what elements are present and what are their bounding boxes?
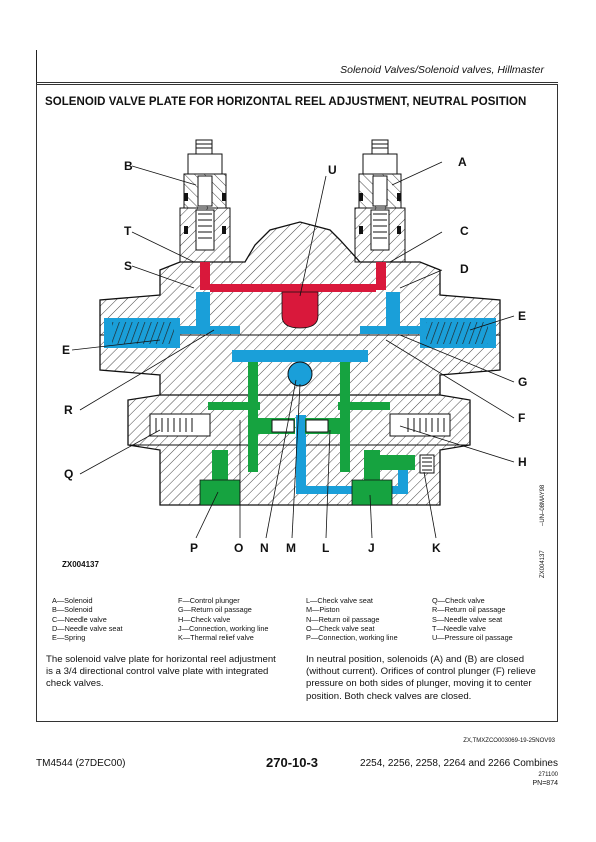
legend-item: N—Return oil passage	[306, 614, 380, 624]
date-code: 271100	[538, 772, 558, 778]
label-n: N	[260, 541, 269, 555]
label-g: G	[518, 375, 527, 389]
label-q: Q	[64, 467, 73, 481]
paragraph-line: is a 3/4 directional control valve plate…	[46, 666, 269, 678]
label-o: O	[234, 541, 243, 555]
legend-item: T—Needle valve	[432, 623, 486, 633]
paragraph-line: check valves.	[46, 678, 104, 690]
label-f: F	[518, 411, 525, 425]
paragraph-left: The solenoid valve plate for horizontal …	[46, 654, 276, 691]
label-j: J	[368, 541, 375, 555]
label-e-left: E	[62, 343, 70, 357]
legend-col-3: L—Check valve seat M—Piston N—Return oil…	[306, 596, 398, 642]
working-line	[199, 361, 415, 506]
label-u: U	[328, 163, 337, 177]
label-b: B	[124, 159, 133, 173]
label-k: K	[432, 541, 441, 555]
label-p: P	[190, 541, 198, 555]
label-h: H	[518, 455, 527, 469]
legend-item: S—Needle valve seat	[432, 614, 503, 624]
legend-col-2: F—Control plunger G—Return oil passage H…	[178, 596, 268, 642]
callout-labels: B A U T C S D E E R G F H Q P O N M L J …	[62, 155, 527, 555]
leader-lines	[71, 161, 515, 539]
legend-col-4: Q—Check valve R—Return oil passage S—Nee…	[432, 596, 513, 642]
label-m: M	[286, 541, 296, 555]
legend-item: P—Connection, working line	[306, 633, 398, 643]
legend-item: A—Solenoid	[52, 596, 93, 605]
label-d: D	[460, 262, 469, 276]
content-box: SOLENOID VALVE PLATE FOR HORIZONTAL REEL…	[36, 84, 558, 722]
legend-item: K—Thermal relief valve	[178, 633, 254, 643]
paragraph-line: In neutral position, solenoids (A) and (…	[306, 654, 525, 665]
pn-number: PN=874	[532, 780, 559, 787]
label-e-right: E	[518, 309, 526, 323]
valve-plate-diagram: B A U T C S D E E R G F H Q P O N M L J …	[62, 139, 527, 555]
legend-item: H—Check valve	[178, 614, 231, 624]
solenoid-b	[179, 139, 231, 263]
check-valves	[149, 413, 451, 474]
manual-number: TM4544 (27DEC00)	[36, 758, 126, 769]
figure-id: ZX004137	[62, 560, 99, 569]
label-a: A	[458, 155, 467, 169]
reference-code: ZX,TMXZCO003069-19-25NOV93	[463, 738, 555, 744]
legend-item: J—Connection, working line	[178, 623, 269, 633]
legend-item: M—Piston	[306, 605, 340, 615]
legend-item: Q—Check valve	[432, 596, 485, 605]
side-code-2: ZX004137	[540, 550, 546, 578]
return-oil-passage	[104, 292, 496, 494]
header-title: Solenoid Valves/Solenoid valves, Hillmas…	[340, 64, 544, 76]
pressure-oil-passage	[200, 262, 386, 355]
label-l: L	[322, 541, 329, 555]
legend-item: R—Return oil passage	[432, 605, 506, 615]
paragraph-line: position. Both check valves are closed.	[306, 690, 472, 702]
paragraph-line: pressure on both sides of plunger, movin…	[306, 678, 532, 690]
legend-item: E—Spring	[52, 633, 86, 643]
legend-item: G—Return oil passage	[178, 605, 252, 615]
margin-rule	[36, 50, 37, 85]
label-r: R	[64, 403, 73, 417]
page-number: 270-10-3	[266, 755, 319, 770]
legend-item: F—Control plunger	[178, 596, 240, 605]
models: 2254, 2256, 2258, 2264 and 2266 Combines	[360, 758, 558, 769]
side-code-1: –UN–08MAY98	[540, 484, 546, 526]
paragraph-line: (without current). Orifices of control p…	[306, 666, 536, 678]
section-title: SOLENOID VALVE PLATE FOR HORIZONTAL REEL…	[45, 96, 527, 108]
paragraph-line: The solenoid valve plate for horizontal …	[46, 654, 276, 665]
label-c: C	[460, 224, 469, 238]
legend-item: C—Needle valve	[52, 614, 107, 624]
legend-item: L—Check valve seat	[306, 596, 373, 605]
paragraph-right: In neutral position, solenoids (A) and (…	[306, 654, 536, 703]
legend-item: U—Pressure oil passage	[432, 633, 513, 643]
legend-col-1: A—Solenoid B—Solenoid C—Needle valve D—N…	[52, 596, 123, 642]
solenoid-a	[354, 139, 406, 263]
label-t: T	[124, 224, 132, 238]
legend-item: O—Check valve seat	[306, 623, 375, 633]
legend-item: B—Solenoid	[52, 605, 93, 615]
label-s: S	[124, 259, 132, 273]
running-header: Solenoid Valves/Solenoid valves, Hillmas…	[36, 62, 558, 83]
legend-item: D—Needle valve seat	[52, 623, 123, 633]
